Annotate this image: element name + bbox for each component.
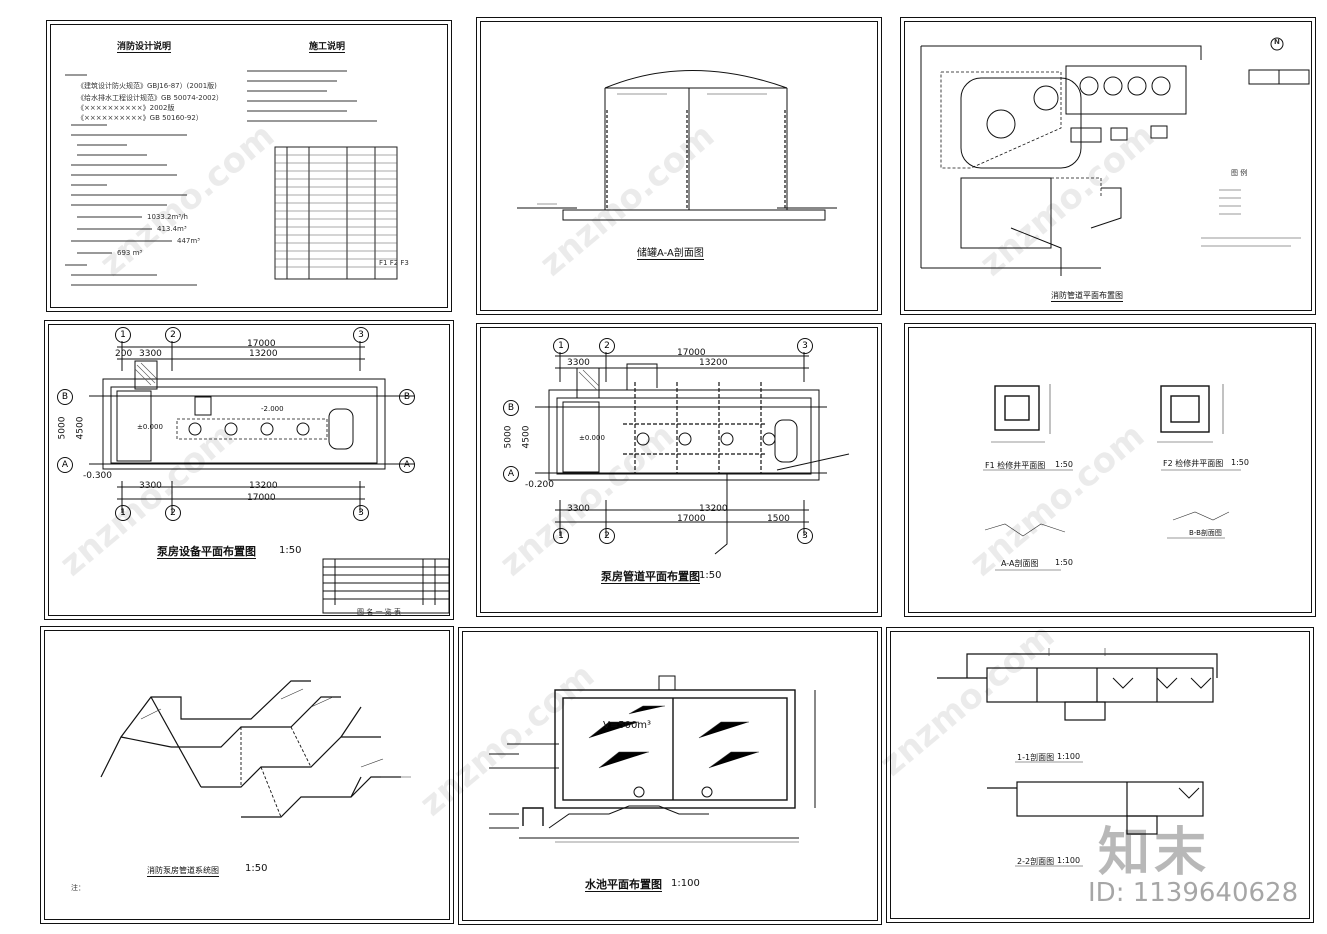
notes-line-4: 《××××××××××》GB 50160-92） bbox=[77, 114, 203, 122]
tank-section-drawing bbox=[517, 70, 837, 221]
details-drawing bbox=[983, 384, 1241, 571]
axis-a-right: A bbox=[399, 457, 415, 473]
isometric-scale: 1:50 bbox=[245, 863, 268, 874]
notes-line-2: 《给水排水工程设计规范》GB 50074-2002） bbox=[77, 94, 224, 102]
axis-3: 3 bbox=[353, 327, 369, 343]
pool-volume-label: V=500m³ bbox=[603, 720, 652, 731]
piping-axis-2: 2 bbox=[599, 338, 615, 354]
sheet-tank-section: 储罐A-A剖面图 bbox=[476, 17, 882, 315]
detail-f1-scale: 1:50 bbox=[1055, 460, 1073, 469]
piping-axis-a: A bbox=[503, 466, 519, 482]
axis-b-right: B bbox=[399, 389, 415, 405]
site-plan-drawing bbox=[920, 37, 1310, 276]
detail-f2-scale: 1:50 bbox=[1231, 458, 1249, 467]
piping-dim-13200-bottom: 13200 bbox=[699, 504, 728, 514]
pump-equipment-scale: 1:50 bbox=[279, 545, 302, 556]
piping-dim-13200: 13200 bbox=[699, 358, 728, 368]
pool-plan-title: 水池平面布置图 bbox=[585, 878, 662, 892]
dim-total-top: 17000 bbox=[247, 339, 276, 349]
dim-13200-bottom: 13200 bbox=[249, 481, 278, 491]
axis-2: 2 bbox=[165, 327, 181, 343]
pool-plan-scale: 1:100 bbox=[671, 878, 700, 889]
detail-aa-title: A-A剖面图 bbox=[1001, 559, 1039, 568]
section-2-2-scale: 1:100 bbox=[1057, 856, 1081, 865]
notes-text-lines bbox=[65, 70, 398, 286]
notes-figure-1: 1033.2m³/h bbox=[147, 213, 188, 221]
piping-dim-3300: 3300 bbox=[567, 358, 590, 368]
site-legend-title: 图 例 bbox=[1231, 169, 1248, 177]
sheet-pump-equipment: 1 2 3 B A B A 1 2 3 17000 3300 13200 200… bbox=[44, 320, 454, 620]
elev-minus-2000: -2.000 bbox=[261, 405, 284, 413]
elev-0000: ±0.000 bbox=[137, 423, 163, 431]
notes-title-right: 施工说明 bbox=[309, 39, 346, 53]
notes-title-left: 消防设计说明 bbox=[117, 39, 172, 53]
notes-figure-4: 693 m³ bbox=[117, 249, 143, 257]
detail-bb-title: B-B剖面图 bbox=[1189, 529, 1222, 537]
sheet-details: F1 检修井平面图 1:50 F2 检修井平面图 1:50 A-A剖面图 1:5… bbox=[904, 323, 1316, 617]
dim-200-top: 200 bbox=[115, 349, 133, 359]
section-2-2-title: 2-2剖面图 bbox=[1017, 857, 1055, 866]
piping-elev-minus: -0.200 bbox=[525, 480, 555, 490]
detail-f2-title: F2 检修井平面图 bbox=[1163, 459, 1224, 468]
dim-3300-bottom: 3300 bbox=[139, 481, 162, 491]
pump-piping-title: 泵房管道平面布置图 bbox=[601, 570, 700, 584]
sheet-site-plan: N 图 例 消防管道平面布置图 bbox=[900, 17, 1316, 315]
piping-axis-2-bottom: 2 bbox=[599, 528, 615, 544]
axis-2-bottom: 2 bbox=[165, 505, 181, 521]
pump-equipment-title: 泵房设备平面布置图 bbox=[157, 545, 256, 559]
dim-13200-top: 13200 bbox=[249, 349, 278, 359]
sheet-pump-piping: 1 2 3 B A 1 2 3 17000 3300 13200 5000 45… bbox=[476, 323, 882, 617]
sheet-pool-sections: 1-1剖面图 1:100 2-2剖面图 1:100 bbox=[886, 627, 1314, 923]
sheet-design-notes: 消防设计说明 施工说明 《建筑设计防火规范》GBJ16-87）(2001版) 《… bbox=[46, 20, 452, 312]
piping-axis-3: 3 bbox=[797, 338, 813, 354]
isometric-title: 消防泵房管道系统图 bbox=[147, 866, 219, 877]
axis-b-left: B bbox=[57, 389, 73, 405]
sheet-isometric: 消防泵房管道系统图 1:50 注： bbox=[40, 626, 454, 924]
axis-3-bottom: 3 bbox=[353, 505, 369, 521]
notes-line-3: 《××××××××××》2002版 bbox=[77, 104, 175, 112]
axis-1-bottom: 1 bbox=[115, 505, 131, 521]
site-plan-title: 消防管道平面布置图 bbox=[1051, 291, 1123, 302]
piping-axis-3-bottom: 3 bbox=[797, 528, 813, 544]
section-aa-title: 储罐A-A剖面图 bbox=[637, 244, 704, 260]
pool-sections-drawing bbox=[937, 648, 1218, 867]
sheet-pool-plan: V=500m³ 水池平面布置图 1:100 bbox=[458, 627, 882, 925]
dim-total-bottom: 17000 bbox=[247, 493, 276, 503]
pool-plan-drawing bbox=[489, 675, 816, 843]
piping-dim-total-bottom: 17000 bbox=[677, 514, 706, 524]
piping-dim-3300-bottom: 3300 bbox=[567, 504, 590, 514]
legend-tag: F1 F2 F3 bbox=[379, 259, 409, 267]
piping-elev-zero: ±0.000 bbox=[579, 434, 605, 442]
axis-a-left: A bbox=[57, 457, 73, 473]
piping-axis-b: B bbox=[503, 400, 519, 416]
north-arrow-icon: N bbox=[1274, 38, 1280, 46]
pump-equipment-drawing bbox=[89, 341, 450, 614]
isometric-note: 注： bbox=[71, 884, 85, 892]
piping-axis-1: 1 bbox=[553, 338, 569, 354]
elev-minus-0300: -0.300 bbox=[83, 471, 113, 481]
brand-id-label: ID: 1139640628 bbox=[1088, 878, 1299, 908]
piping-dim-total: 17000 bbox=[677, 348, 706, 358]
detail-aa-scale: 1:50 bbox=[1055, 558, 1073, 567]
notes-line-1: 《建筑设计防火规范》GBJ16-87）(2001版) bbox=[77, 82, 217, 90]
section-1-1-scale: 1:100 bbox=[1057, 752, 1081, 761]
section-1-1-title: 1-1剖面图 bbox=[1017, 753, 1055, 762]
piping-axis-1-bottom: 1 bbox=[553, 528, 569, 544]
isometric-drawing bbox=[100, 680, 411, 818]
notes-figure-2: 413.4m³ bbox=[157, 225, 187, 233]
pump-piping-drawing bbox=[535, 352, 850, 555]
brand-logo: 知末 bbox=[1098, 823, 1211, 883]
pump-piping-scale: 1:50 bbox=[699, 570, 722, 581]
notes-figure-3: 447m³ bbox=[177, 237, 200, 245]
detail-f1-title: F1 检修井平面图 bbox=[985, 461, 1046, 470]
table-footer: 图 名 一 览 表 bbox=[357, 608, 401, 616]
piping-dim-1500: 1500 bbox=[767, 514, 790, 524]
dim-3300-top: 3300 bbox=[139, 349, 162, 359]
axis-1: 1 bbox=[115, 327, 131, 343]
